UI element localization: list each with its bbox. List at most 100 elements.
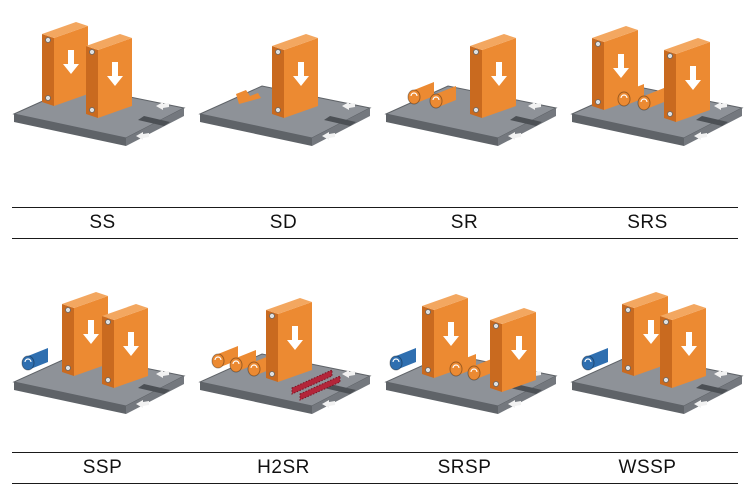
bolt-icon — [275, 107, 281, 113]
bolt-icon — [89, 49, 95, 55]
rotation-icon — [640, 98, 648, 103]
control-box — [696, 116, 728, 126]
down-arrow-icon — [511, 336, 527, 360]
rotation-icon — [620, 94, 628, 99]
conveyor-front-edge — [14, 382, 126, 414]
bolt-icon — [493, 381, 499, 387]
down-arrow-icon — [293, 62, 309, 86]
feed-arrow-icon — [694, 400, 707, 408]
illustration-h2sr — [192, 280, 378, 430]
label-row-2: SSP H2SR SRSP WSSP — [12, 452, 738, 484]
conveyor-front-edge — [200, 114, 312, 146]
roller-end — [467, 365, 481, 381]
config-label-ssp: SSP — [82, 457, 123, 478]
feed-arrow-icon — [156, 370, 169, 378]
control-box — [510, 116, 542, 126]
sanding-head-side — [42, 34, 54, 106]
config-label-srsp: SRSP — [437, 457, 492, 478]
sanding-rotary-sanding-diagram — [570, 26, 744, 146]
down-arrow-icon — [107, 62, 123, 86]
down-arrow-icon — [287, 326, 303, 350]
sanding-head-side — [86, 46, 98, 118]
feed-arrow-icon — [136, 132, 149, 140]
sanding-head-side — [664, 50, 676, 122]
roller-end — [617, 91, 631, 107]
illustration-srsp — [378, 280, 564, 430]
bolt-icon — [89, 107, 95, 113]
config-label-sr: SR — [450, 212, 479, 233]
bolt-icon — [663, 377, 669, 383]
conveyor-front-edge — [572, 382, 684, 414]
illustration-srs — [564, 12, 750, 162]
sanding-head-top — [470, 34, 516, 50]
sanding-head-top — [422, 294, 468, 310]
feed-arrow-icon — [694, 132, 707, 140]
bolt-icon — [275, 49, 281, 55]
conveyor-front-edge — [386, 114, 498, 146]
sanding-head — [42, 22, 88, 106]
rotation-icon — [432, 96, 440, 101]
bolt-icon — [105, 377, 111, 383]
sanding-head — [62, 292, 108, 376]
config-label-h2sr: H2SR — [257, 457, 310, 478]
sanding-head — [272, 34, 318, 118]
rotary-brush-icon — [299, 375, 341, 401]
rotation-icon — [24, 358, 32, 363]
sanding-head — [422, 294, 468, 378]
bolt-icon — [473, 107, 479, 113]
sanding-head-side — [622, 304, 634, 376]
feed-arrow-icon — [714, 370, 727, 378]
roller-end — [637, 95, 651, 111]
down-arrow-icon — [685, 66, 701, 90]
bolt-icon — [45, 37, 51, 43]
rotation-icon — [214, 356, 222, 361]
bolt-icon — [667, 53, 673, 59]
illustration-ss — [6, 12, 192, 162]
sanding-head-top — [62, 292, 108, 308]
config-label-wssp: WSSP — [618, 457, 677, 478]
rotation-icon — [232, 360, 240, 365]
sanding-head-side — [470, 46, 482, 118]
sanding-head — [664, 38, 710, 122]
sanding-head — [660, 304, 706, 388]
down-arrow-icon — [63, 50, 79, 74]
wet-pre-roller-two-sanding-heads-diagram — [570, 292, 744, 414]
bolt-icon — [595, 41, 601, 47]
roller-end — [247, 361, 261, 377]
down-arrow-icon — [613, 54, 629, 78]
bolt-icon — [473, 49, 479, 55]
sanding-head-deburr-diagram — [198, 34, 372, 146]
conveyor-front-edge — [572, 114, 684, 146]
roller-end — [21, 355, 35, 371]
rotation-icon — [410, 92, 418, 97]
bolt-icon — [269, 371, 275, 377]
conveyor-front-edge — [200, 382, 312, 414]
illustration-ssp — [6, 280, 192, 430]
illustration-sd — [192, 12, 378, 162]
feed-arrow-icon — [322, 132, 335, 140]
bolt-icon — [663, 319, 669, 325]
sanding-head — [86, 34, 132, 118]
control-box — [510, 384, 542, 394]
bolt-icon — [65, 307, 71, 313]
feed-arrow-icon — [508, 132, 521, 140]
down-arrow-icon — [83, 320, 99, 344]
sanding-head-side — [490, 320, 502, 392]
sanding-head-side — [272, 46, 284, 118]
conveyor-front-edge — [386, 382, 498, 414]
roller-end — [229, 357, 243, 373]
sanding-head-top — [272, 34, 318, 50]
bolt-icon — [625, 307, 631, 313]
pre-roller-two-sanding-heads-diagram — [12, 292, 186, 414]
feed-arrow-icon — [714, 102, 727, 110]
rotation-icon — [470, 368, 478, 373]
sanding-head-side — [266, 310, 278, 382]
sanding-head-side — [660, 316, 672, 388]
rotation-icon — [584, 358, 592, 363]
sanding-head-rotary-brush-diagram — [384, 34, 558, 146]
feed-arrow-icon — [342, 370, 355, 378]
sanding-head-top — [490, 308, 536, 324]
bolt-icon — [105, 319, 111, 325]
rotation-icon — [250, 364, 258, 369]
